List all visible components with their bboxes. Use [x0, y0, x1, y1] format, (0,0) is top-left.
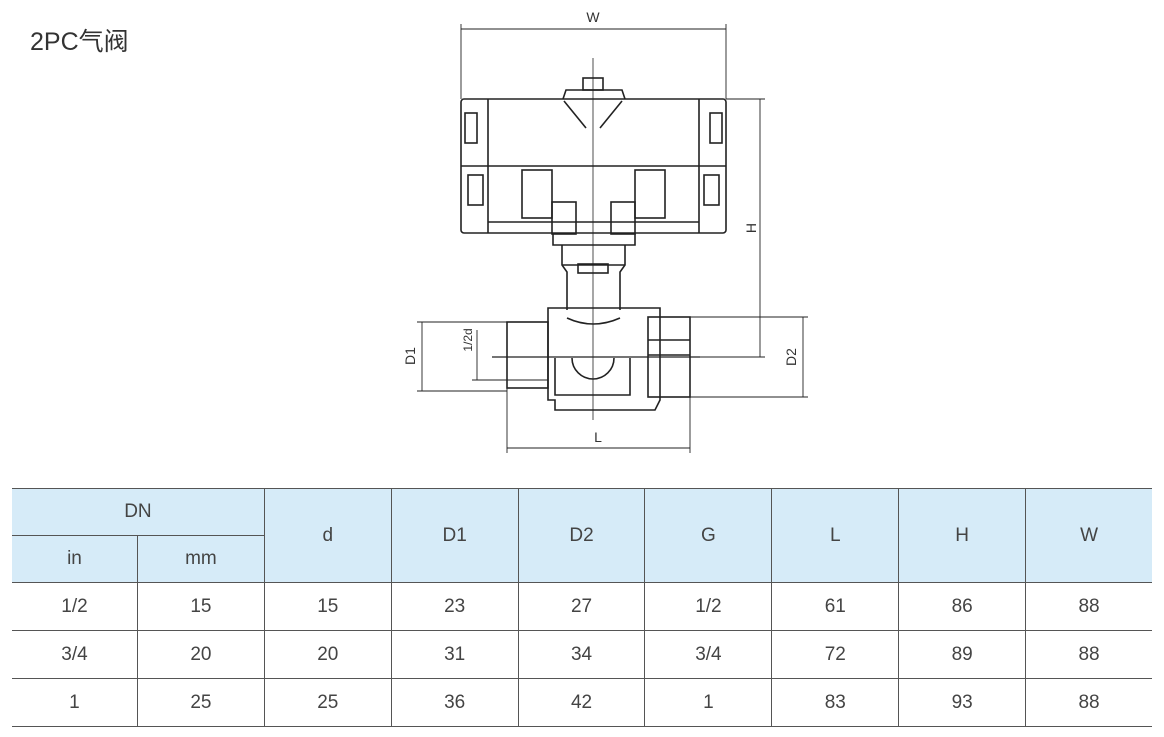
table-cell: 20: [263, 630, 392, 679]
header-h: H: [898, 488, 1027, 583]
header-d: d: [263, 488, 392, 583]
dim-label-l: L: [594, 429, 602, 445]
table-cell: 72: [771, 630, 900, 679]
header-l: L: [771, 488, 900, 583]
header-d1: D1: [390, 488, 519, 583]
table-cell: 1/2: [12, 582, 138, 631]
table-cell: 25: [263, 678, 392, 727]
header-in: in: [12, 535, 138, 583]
dim-label-d2: D2: [783, 348, 799, 366]
table-cell: 93: [898, 678, 1027, 727]
header-g: G: [644, 488, 773, 583]
valve-body: [492, 307, 700, 411]
table-cell: 36: [390, 678, 519, 727]
header-mm: mm: [136, 535, 265, 583]
header-w: W: [1025, 488, 1152, 583]
dimensions: [417, 24, 808, 453]
table-cell: 42: [517, 678, 646, 727]
dim-label-w: W: [586, 9, 600, 25]
table-cell: 3/4: [644, 630, 773, 679]
dim-label-d1: D1: [402, 347, 418, 365]
table-cell: 31: [390, 630, 519, 679]
table-cell: 1/2: [644, 582, 773, 631]
valve-technical-drawing: W L H D2 D1 1/2d: [402, 9, 808, 453]
table-cell: 23: [390, 582, 519, 631]
table-cell: 15: [136, 582, 265, 631]
table-cell: 83: [771, 678, 900, 727]
actuator: [460, 77, 727, 246]
dim-label-half-d: 1/2d: [461, 328, 475, 351]
table-cell: 1: [12, 678, 138, 727]
table-cell: 34: [517, 630, 646, 679]
table-cell: 1: [644, 678, 773, 727]
table-cell: 88: [1025, 630, 1152, 679]
table-cell: 20: [136, 630, 265, 679]
table-cell: 89: [898, 630, 1027, 679]
header-dn: DN: [12, 488, 265, 536]
table-cell: 27: [517, 582, 646, 631]
stem: [561, 245, 626, 310]
page-title: 2PC气阀: [30, 28, 129, 56]
table-cell: 25: [136, 678, 265, 727]
table-cell: 3/4: [12, 630, 138, 679]
table-cell: 86: [898, 582, 1027, 631]
table-cell: 88: [1025, 678, 1152, 727]
table-cell: 88: [1025, 582, 1152, 631]
dim-label-h: H: [743, 223, 759, 233]
header-d2: D2: [517, 488, 646, 583]
table-cell: 15: [263, 582, 392, 631]
table-cell: 61: [771, 582, 900, 631]
